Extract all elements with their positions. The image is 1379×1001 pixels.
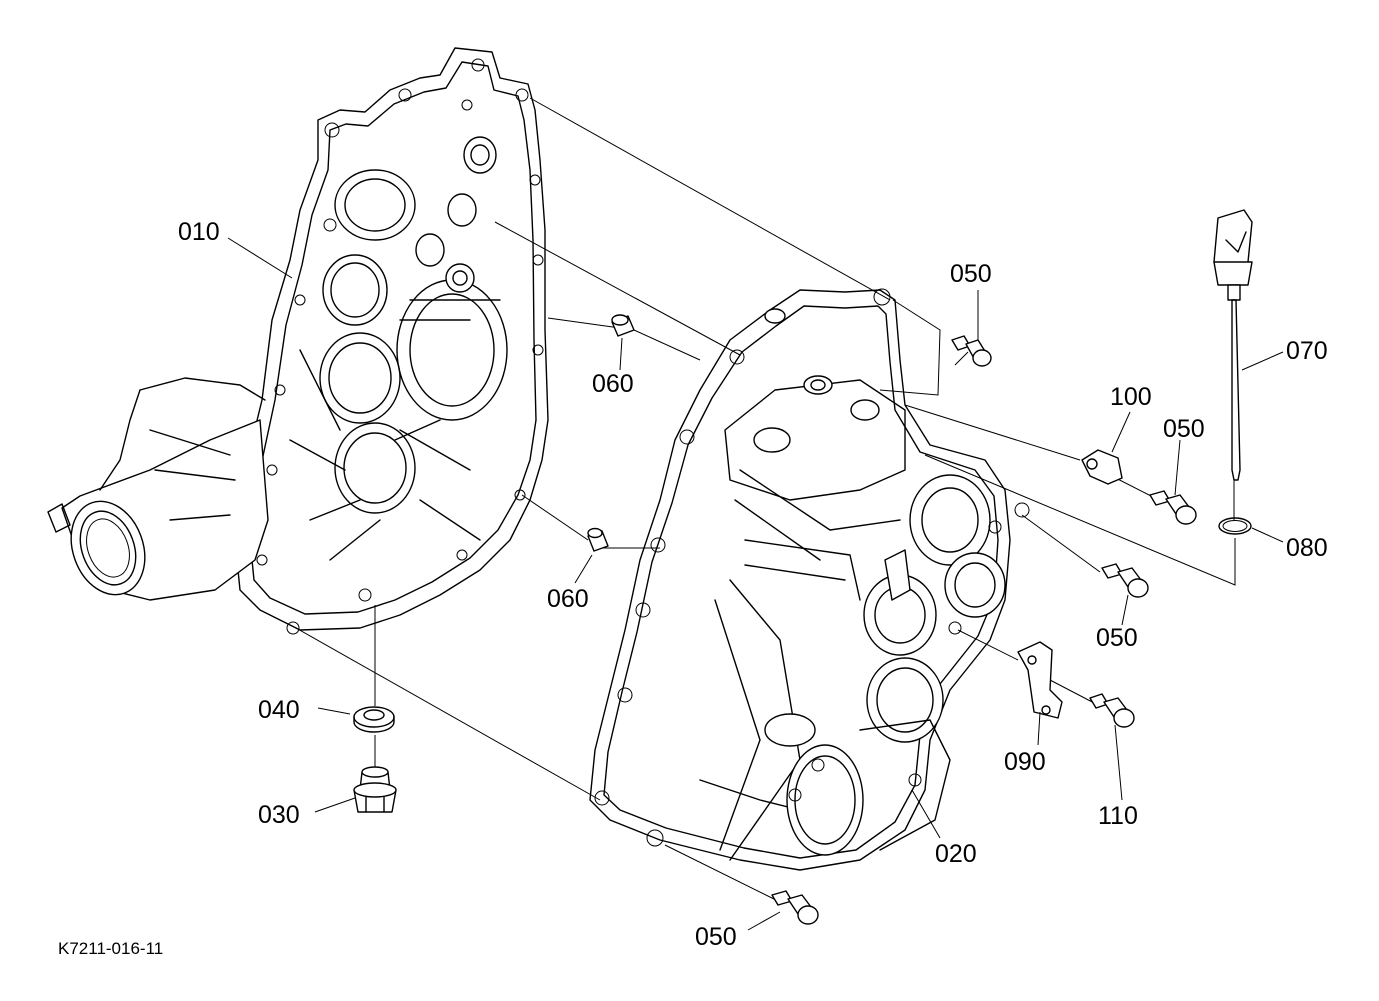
callout-050-bottom: 050	[695, 923, 737, 951]
callout-110: 110	[1098, 802, 1138, 830]
callout-leaders	[227, 237, 1284, 931]
bolt-050-bottom	[771, 890, 819, 925]
bolt-050-right-lower	[1101, 563, 1149, 598]
callout-050-top: 050	[950, 260, 992, 288]
transmission-cover-part-020	[589, 288, 1030, 871]
callout-100: 100	[1110, 383, 1152, 411]
dowel-pin-060-lower	[587, 527, 609, 552]
callout-060-lower: 060	[547, 585, 589, 613]
alignment-lines	[295, 97, 1236, 903]
callout-040: 040	[258, 696, 300, 724]
callout-070: 070	[1286, 337, 1328, 365]
callout-080: 080	[1286, 534, 1328, 562]
callout-020: 020	[935, 840, 977, 868]
dowel-pin-060-upper	[611, 314, 635, 337]
figure-code: K7211-016-11	[58, 939, 163, 958]
callout-060-upper: 060	[592, 370, 634, 398]
callout-010: 010	[178, 218, 220, 246]
callout-050-right-lower: 050	[1096, 624, 1138, 652]
gasket-washer-040	[353, 706, 395, 733]
bracket-100	[1081, 449, 1123, 485]
callout-050-right-upper: 050	[1163, 415, 1205, 443]
o-ring-080	[1218, 517, 1252, 535]
bolt-050-top	[951, 335, 992, 367]
clutch-housing-part-010	[47, 47, 549, 635]
callout-030: 030	[258, 801, 300, 829]
callout-090: 090	[1004, 748, 1046, 776]
bracket-090	[1017, 641, 1063, 719]
dipstick-070	[1213, 209, 1253, 520]
bolt-050-right-upper	[1149, 490, 1197, 525]
drain-plug-030	[353, 766, 397, 813]
bolt-110	[1089, 693, 1135, 728]
